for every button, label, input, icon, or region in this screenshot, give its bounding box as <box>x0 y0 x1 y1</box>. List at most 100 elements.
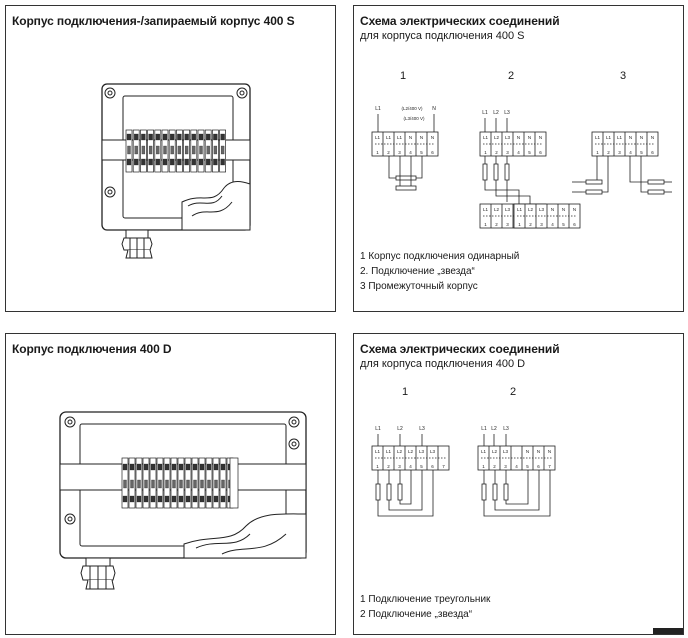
clamp-screw <box>184 133 189 141</box>
terminal-label: 7 <box>442 464 445 469</box>
clamp-marker <box>158 479 162 489</box>
terminal-label: 3 <box>540 222 543 227</box>
terminal-label: 6 <box>431 464 434 469</box>
clamp-screw <box>220 133 225 141</box>
terminal-label: L2 <box>491 426 497 432</box>
clamp-screw <box>170 133 175 141</box>
page-corner-mark <box>653 628 683 634</box>
clamp-marker <box>163 145 167 155</box>
clamp-marker <box>151 479 155 489</box>
heating-element <box>375 483 381 501</box>
terminal-label: 4 <box>517 150 520 155</box>
terminal-label: 4 <box>515 464 518 469</box>
wire <box>484 180 520 204</box>
wire <box>582 156 598 183</box>
legend-item: 2 Подключение „звезда“ <box>360 609 473 620</box>
terminal-label: (L3/400 V) <box>403 116 425 121</box>
terminal-label: 3 <box>504 464 507 469</box>
clamp-marker <box>206 145 210 155</box>
clamp-marker <box>193 479 197 489</box>
terminal-label: 5 <box>420 150 423 155</box>
terminal-label: 6 <box>651 150 654 155</box>
clamp-screw <box>213 463 219 471</box>
terminal-label: 3 <box>506 222 509 227</box>
terminal-label: 3 <box>398 150 401 155</box>
clamp-screw <box>157 463 163 471</box>
diagram-number: 1 <box>400 70 407 82</box>
clamp-screw <box>164 463 170 471</box>
terminal-label: N <box>562 207 565 212</box>
legend-item: 1 Корпус подключения одинарный <box>360 251 520 262</box>
clamp-screw <box>122 495 128 503</box>
terminal-label: L1 <box>482 110 488 116</box>
terminal-label: N <box>526 449 529 454</box>
clamp-marker <box>137 479 141 489</box>
clamp-marker <box>170 145 174 155</box>
panel-400s-wiring: Схема электрических соединений для корпу… <box>353 5 684 312</box>
terminal-label: 1 <box>484 222 487 227</box>
legend-item: 2. Подключение „звезда“ <box>360 266 475 277</box>
terminal-label: 1 <box>482 464 485 469</box>
terminal-label: L1 <box>386 135 392 140</box>
clamp-screw <box>206 158 211 166</box>
clamp-screw <box>191 133 196 141</box>
terminal-label: L2 <box>493 110 499 116</box>
terminal-label: L3 <box>505 207 511 212</box>
clamp-screw <box>143 495 149 503</box>
terminal-label: N <box>548 449 551 454</box>
clamp-marker <box>214 479 218 489</box>
clamp-screw <box>136 495 142 503</box>
terminal-label: L3 <box>539 207 545 212</box>
terminal-label: N <box>573 207 576 212</box>
clamp-marker <box>165 479 169 489</box>
clamp-marker <box>130 479 134 489</box>
wire <box>582 156 609 193</box>
terminal-label: 3 <box>506 150 509 155</box>
heating-element <box>397 483 403 501</box>
terminal-label: L1 <box>397 135 403 140</box>
clamp-screw <box>134 133 139 141</box>
clamp-screw <box>191 158 196 166</box>
terminal-label: L1 <box>517 207 523 212</box>
terminal-label: 5 <box>528 150 531 155</box>
clamp-screw <box>213 158 218 166</box>
wiring-diagrams-400s: L1(L2/400 V)(L3/400 V)NL11L12L13N4N5N6L1… <box>371 106 672 229</box>
clamp-marker <box>221 479 225 489</box>
clamp-screw <box>171 463 177 471</box>
clamp-marker <box>172 479 176 489</box>
clamp-screw <box>126 158 132 166</box>
clamp-screw <box>184 158 189 166</box>
clamp-screw <box>134 158 139 166</box>
wire <box>388 470 423 511</box>
terminal-label: L2 <box>494 207 500 212</box>
clamp-screw <box>162 158 168 166</box>
panel-title: Корпус подключения 400 D <box>12 342 172 356</box>
terminal-label: 5 <box>640 150 643 155</box>
wire <box>399 470 412 505</box>
terminal-label: 4 <box>629 150 632 155</box>
clamp-screw <box>136 463 142 471</box>
clamp-marker <box>134 145 138 155</box>
terminal-label: 4 <box>409 150 412 155</box>
clamp-marker <box>141 145 146 155</box>
panel-title: Схема электрических соединений <box>360 14 560 28</box>
terminal-label: L1 <box>617 135 623 140</box>
clamp-screw <box>185 495 191 503</box>
clamp-marker <box>177 145 182 155</box>
legend-item: 1 Подключение треугольник <box>360 594 491 605</box>
clamp-marker <box>144 479 148 489</box>
terminal-label: 2 <box>387 464 390 469</box>
heating-element <box>395 185 417 191</box>
clamp-screw <box>192 495 198 503</box>
clamp-screw <box>206 133 211 141</box>
terminal-label: L1 <box>595 135 601 140</box>
terminal-label: L1 <box>481 449 487 454</box>
terminal-label: N <box>537 449 540 454</box>
clamp-screw <box>141 158 146 166</box>
terminal-label: L3 <box>419 449 425 454</box>
heating-element <box>585 179 603 185</box>
clamp-screw <box>198 133 204 141</box>
terminal-label: 4 <box>409 464 412 469</box>
terminal-label: L3 <box>505 135 511 140</box>
terminal-label: 1 <box>518 222 521 227</box>
